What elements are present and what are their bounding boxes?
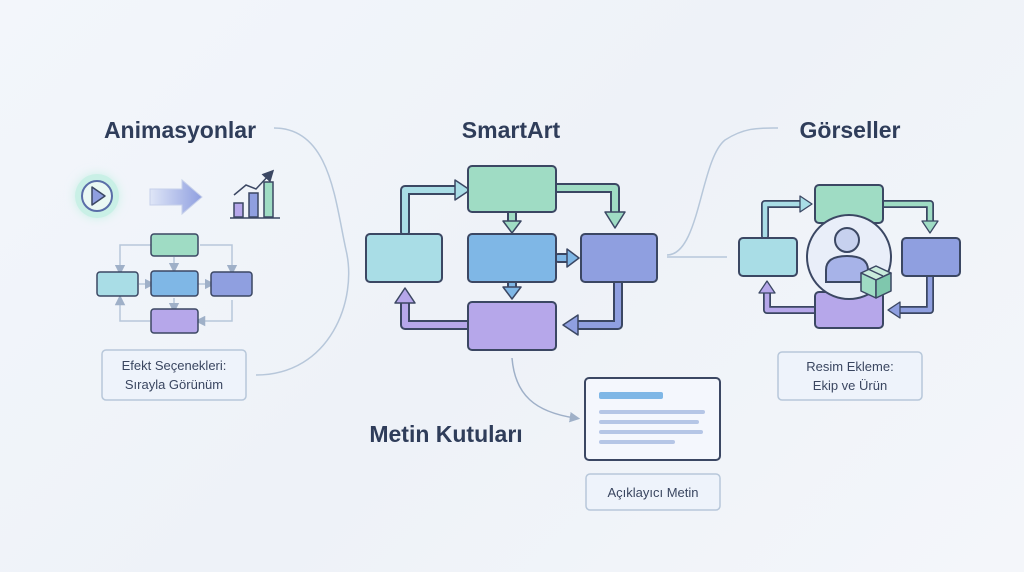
smartart-arrow-center-bottom bbox=[502, 277, 522, 300]
image-placeholder[interactable] bbox=[806, 214, 892, 300]
animations-caption-line1: Efekt Seçenekleri: bbox=[122, 358, 227, 373]
person-icon bbox=[825, 227, 869, 283]
play-icon[interactable] bbox=[75, 174, 119, 218]
images-caption-box: Resim Ekleme: Ekip ve Ürün bbox=[777, 351, 923, 401]
mini-node-left bbox=[96, 271, 139, 297]
images-caption-line2: Ekip ve Ürün bbox=[813, 378, 887, 393]
connector-smartart-textbox bbox=[511, 357, 581, 423]
images-arrow-left-top bbox=[761, 195, 813, 240]
smartart-section bbox=[365, 165, 658, 351]
images-title: Görseller bbox=[800, 117, 901, 143]
images-node-right bbox=[901, 237, 961, 277]
mini-node-top bbox=[150, 233, 199, 257]
mini-node-bottom bbox=[150, 308, 199, 334]
images-caption-line1: Resim Ekleme: bbox=[806, 359, 893, 374]
arrow-right-icon bbox=[149, 178, 203, 216]
smartart-arrow-center-right bbox=[553, 248, 580, 268]
smartart-node-bottom bbox=[467, 301, 557, 351]
smartart-node-right bbox=[580, 233, 658, 283]
smartart-arrow-right-bottom bbox=[562, 277, 623, 336]
textboxes-caption-box: Açıklayıcı Metin bbox=[585, 473, 721, 511]
smartart-arrow-top-center bbox=[502, 208, 522, 234]
animations-title: Animasyonlar bbox=[104, 117, 256, 143]
smartart-node-left bbox=[365, 233, 443, 283]
smartart-node-top bbox=[467, 165, 557, 213]
images-arrow-bottom-left bbox=[758, 280, 820, 314]
smartart-title: SmartArt bbox=[462, 117, 561, 143]
smartart-arrow-bottom-left bbox=[394, 287, 472, 330]
document-icon bbox=[584, 377, 721, 461]
images-arrow-top-right bbox=[879, 200, 939, 234]
connector-animations-smartart bbox=[255, 127, 350, 376]
mini-node-right bbox=[210, 271, 253, 297]
smartart-node-center bbox=[467, 233, 557, 283]
textboxes-section: Açıklayıcı Metin bbox=[584, 377, 721, 511]
images-section: Resim Ekleme: Ekip ve Ürün bbox=[738, 184, 961, 401]
package-icon bbox=[860, 265, 892, 299]
connector-smartart-images bbox=[666, 127, 779, 256]
images-arrow-right-bottom bbox=[887, 273, 934, 319]
images-node-left bbox=[738, 237, 798, 277]
bar-chart-icon bbox=[230, 169, 280, 219]
smartart-arrow-top-right bbox=[552, 183, 626, 229]
section-connectors bbox=[255, 127, 779, 423]
textboxes-caption: Açıklayıcı Metin bbox=[607, 485, 698, 500]
animations-caption-line2: Sırayla Görünüm bbox=[125, 377, 223, 392]
animations-caption-box: Efekt Seçenekleri: Sırayla Görünüm bbox=[101, 349, 247, 401]
smartart-arrow-left-top bbox=[400, 179, 471, 237]
textboxes-title: Metin Kutuları bbox=[369, 421, 522, 447]
animations-section: Efekt Seçenekleri: Sırayla Görünüm bbox=[75, 169, 280, 401]
mini-node-center bbox=[150, 270, 199, 297]
mini-flow-diagram bbox=[96, 233, 253, 334]
